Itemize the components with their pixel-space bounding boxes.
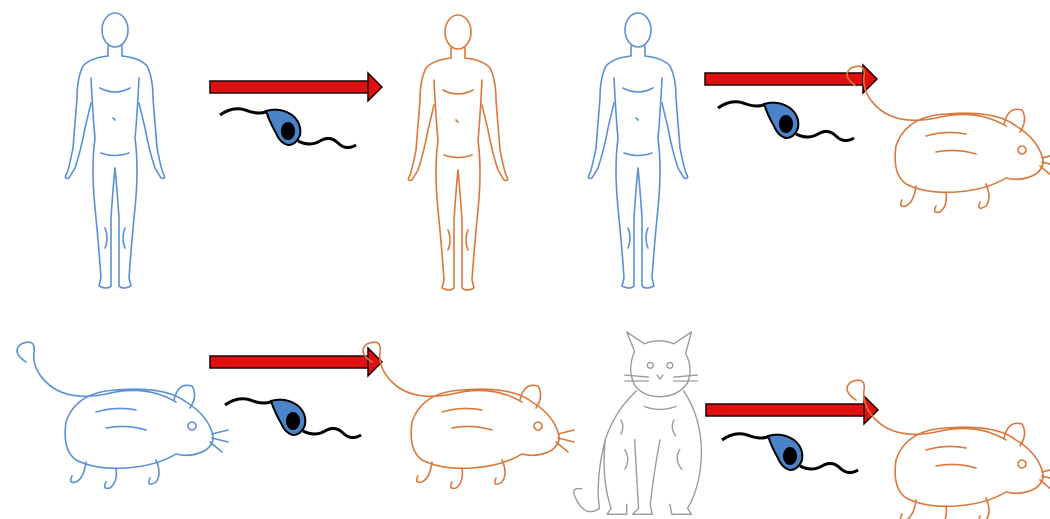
panel-rat-to-rat xyxy=(17,342,574,488)
recipient-rat-figure xyxy=(847,66,1050,212)
donor-cat-figure xyxy=(574,332,702,514)
arrow-right-icon xyxy=(705,65,877,93)
panel-human-to-human xyxy=(65,13,507,290)
arrow-right-icon xyxy=(210,73,382,101)
donor-human-figure xyxy=(588,13,687,288)
flagellate-parasite-icon xyxy=(718,102,854,141)
recipient-human-figure xyxy=(408,15,507,290)
flagellate-parasite-icon xyxy=(722,434,858,473)
arrow-right-icon xyxy=(210,348,382,376)
arrow-right-icon xyxy=(706,396,878,424)
flagellate-parasite-icon xyxy=(225,399,361,438)
panel-human-to-rat xyxy=(588,13,1050,288)
donor-human-figure xyxy=(65,13,164,288)
flagellate-parasite-icon xyxy=(220,109,356,148)
recipient-rat-figure xyxy=(363,342,574,488)
panel-cat-to-rat xyxy=(574,332,1050,519)
donor-rat-figure xyxy=(17,342,228,488)
recipient-rat-figure xyxy=(847,380,1050,519)
